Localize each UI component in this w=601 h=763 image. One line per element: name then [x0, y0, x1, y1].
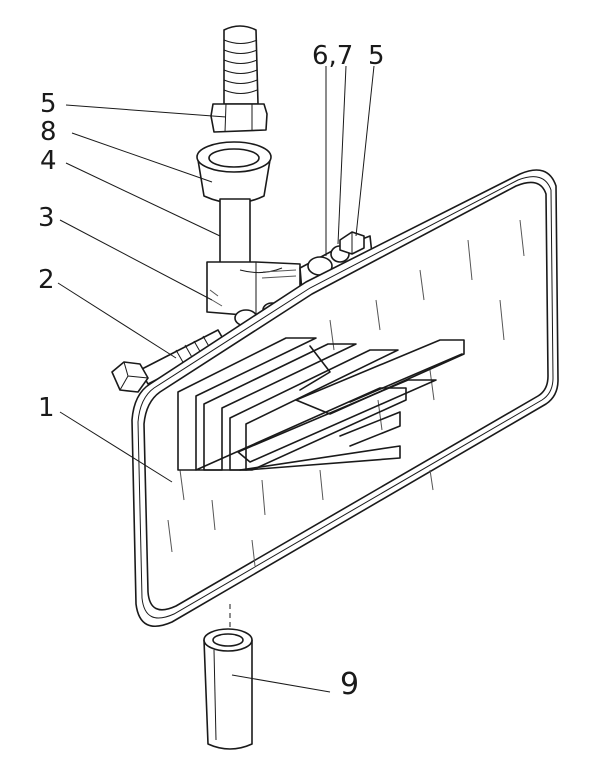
bolt	[111, 329, 227, 393]
leader-lines	[57, 65, 375, 693]
callout-labels: 5 8 4 3 2 1 6,7 5 9	[38, 41, 385, 702]
callout-5-right: 5	[368, 41, 385, 71]
callout-6-7: 6,7	[312, 41, 353, 71]
nut	[210, 103, 268, 133]
mirror-emblem	[177, 337, 465, 471]
callout-9: 9	[340, 667, 359, 702]
threaded-stud	[223, 25, 259, 105]
callout-1: 1	[38, 393, 55, 423]
callout-2: 2	[38, 265, 55, 295]
callout-4: 4	[40, 146, 57, 176]
callout-8: 8	[40, 117, 57, 147]
mirror	[131, 169, 559, 627]
conical-washer	[196, 141, 272, 204]
callout-3: 3	[38, 203, 55, 233]
tube	[203, 604, 253, 750]
callout-5-left: 5	[40, 89, 57, 119]
